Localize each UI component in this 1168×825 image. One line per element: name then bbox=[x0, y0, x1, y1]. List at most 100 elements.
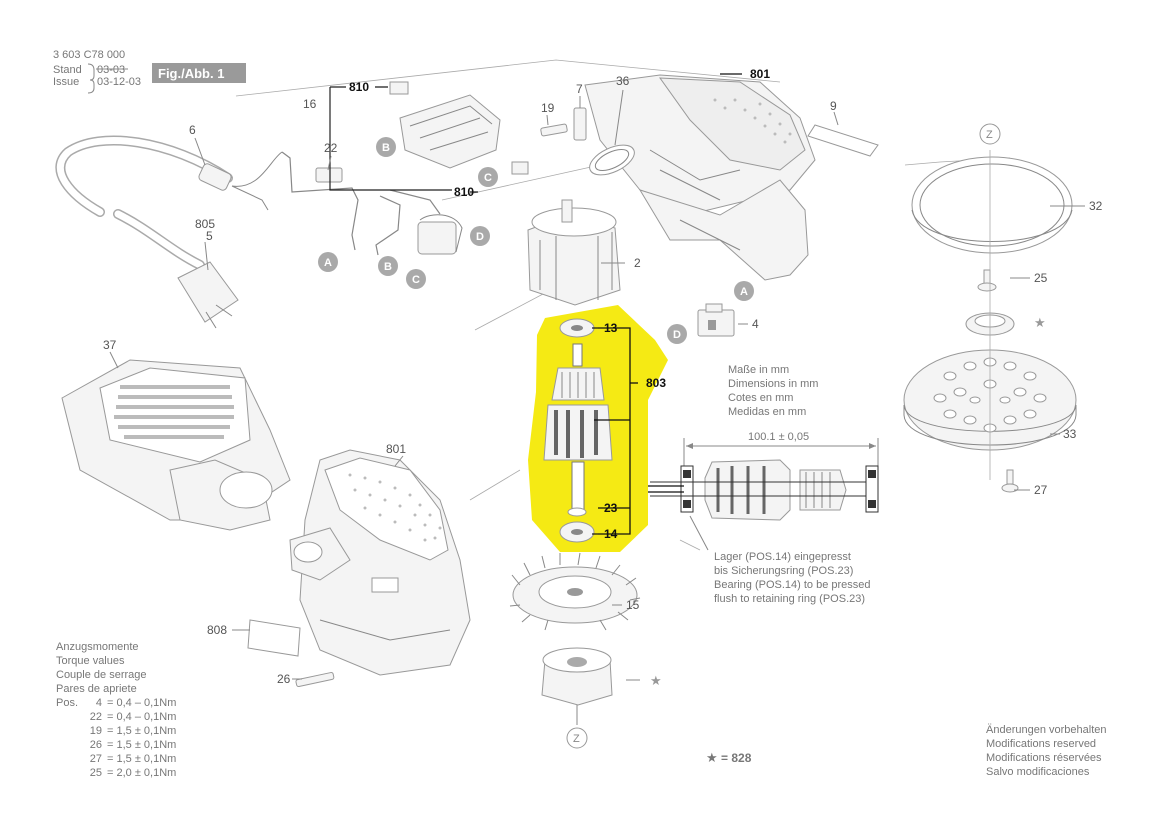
part-number-808: 808 bbox=[207, 623, 227, 637]
part-number-4: 4 bbox=[752, 317, 759, 331]
part-number-36: 36 bbox=[616, 74, 630, 88]
torque-title-es: Pares de apriete bbox=[56, 683, 137, 695]
torque-row: 22 = 0,4 – 0,1Nm bbox=[90, 711, 177, 723]
bearing-note-line: Lager (POS.14) eingepresst bbox=[714, 551, 851, 563]
footer-line: Modifications reserved bbox=[986, 738, 1096, 750]
brace-icon bbox=[87, 63, 95, 94]
dimensions-title-fr: Cotes en mm bbox=[728, 392, 793, 404]
torque-value: = 2,0 ± 0,1Nm bbox=[107, 767, 176, 779]
small-parts-top bbox=[540, 107, 879, 176]
torque-row: 4 = 0,4 – 0,1Nm bbox=[96, 697, 177, 709]
bearing-note: Lager (POS.14) eingepresst bis Sicherung… bbox=[714, 551, 871, 605]
part-number-32: 32 bbox=[1089, 199, 1103, 213]
connector-badge-a-left: A bbox=[318, 252, 338, 272]
dimensions-title-de: Maße in mm bbox=[728, 364, 789, 376]
part-number-803: 803 bbox=[646, 376, 666, 390]
part-number-27: 27 bbox=[1034, 483, 1048, 497]
part-number-22: 22 bbox=[324, 141, 338, 155]
torque-row: 19 = 1,5 ± 0,1Nm bbox=[90, 725, 177, 737]
part-number-801-top: 801 bbox=[750, 67, 770, 81]
torque-row: 27 = 1,5 ± 0,1Nm bbox=[90, 753, 177, 765]
star-mark-bearing-housing: ★ bbox=[650, 674, 662, 689]
dimensions-title-es: Medidas en mm bbox=[728, 406, 806, 418]
dimensions-note: Maße in mm Dimensions in mm Cotes en mm … bbox=[728, 364, 818, 443]
bearing-note-line: Bearing (POS.14) to be pressed bbox=[714, 579, 871, 591]
star-mark-seal: ★ bbox=[1034, 316, 1046, 331]
header: 3 603 C78 000 Stand Issue 03-03 03-12-03… bbox=[53, 49, 246, 94]
leader-lines bbox=[109, 89, 1085, 681]
bracket-810 bbox=[329, 86, 452, 191]
torque-row: 25 = 2,0 ± 0,1Nm bbox=[90, 767, 177, 779]
part-number-14: 14 bbox=[604, 527, 618, 541]
old-date: 03-03 bbox=[97, 64, 125, 76]
new-date: 03-12-03 bbox=[97, 76, 141, 88]
connector-badges: A B C B C D A D bbox=[318, 137, 754, 344]
torque-value: = 1,5 ± 0,1Nm bbox=[107, 739, 176, 751]
figure-label: Fig./Abb. 1 bbox=[158, 66, 224, 81]
part-number-33: 33 bbox=[1063, 427, 1077, 441]
connector-badge-d-top: D bbox=[470, 226, 490, 246]
torque-table: Anzugsmomente Torque values Couple de se… bbox=[56, 641, 176, 779]
torque-pos: 19 bbox=[90, 725, 102, 737]
axis-badge-z-bottom: Z bbox=[566, 727, 588, 749]
connector-badge-c-left: C bbox=[406, 269, 426, 289]
part-number-5: 5 bbox=[206, 229, 213, 243]
torque-pos: 4 bbox=[96, 697, 102, 709]
black-leaders bbox=[375, 73, 742, 535]
torque-title-en: Torque values bbox=[56, 655, 125, 667]
dust-box bbox=[61, 359, 291, 531]
part-number-805: 805 bbox=[195, 217, 215, 231]
part-number-9: 9 bbox=[830, 99, 837, 113]
screw-25 bbox=[977, 269, 997, 292]
connector-badge-c-top: C bbox=[478, 167, 498, 187]
torque-value: = 1,5 ± 0,1Nm bbox=[107, 725, 176, 737]
part-number-16: 16 bbox=[303, 97, 317, 111]
fan bbox=[509, 552, 641, 631]
bracket-803 bbox=[594, 327, 638, 535]
star-legend: ★ = 828 bbox=[706, 751, 752, 766]
part-number-37: 37 bbox=[103, 338, 117, 352]
connector-badge-b-left: B bbox=[378, 256, 398, 276]
issue-label: Issue bbox=[53, 76, 79, 88]
doc-number: 3 603 C78 000 bbox=[53, 49, 125, 61]
torque-value: = 1,5 ± 0,1Nm bbox=[107, 753, 176, 765]
part-number-15: 15 bbox=[626, 598, 640, 612]
part-number-801-bottom: 801 bbox=[386, 442, 406, 456]
internal-wires bbox=[281, 151, 441, 256]
housing-bottom bbox=[289, 449, 471, 676]
armature bbox=[543, 318, 613, 543]
armature-dimension-drawing bbox=[648, 438, 879, 551]
torque-pos-label: Pos. bbox=[56, 697, 78, 709]
footer-line: Salvo modificaciones bbox=[986, 766, 1090, 778]
svg-text:Z: Z bbox=[986, 129, 993, 141]
connector-badge-d-right: D bbox=[667, 324, 687, 344]
torque-pos: 25 bbox=[90, 767, 102, 779]
screw-26 bbox=[295, 672, 335, 688]
part-number-2: 2 bbox=[634, 256, 641, 270]
torque-row: 26 = 1,5 ± 0,1Nm bbox=[90, 739, 177, 751]
part-number-810-bottom: 810 bbox=[454, 185, 474, 199]
svg-text:Z: Z bbox=[573, 733, 580, 745]
part-number-19: 19 bbox=[541, 101, 555, 115]
switch-assembly bbox=[315, 81, 529, 255]
bearing-note-line: flush to retaining ring (POS.23) bbox=[714, 593, 865, 605]
dimensions-title-en: Dimensions in mm bbox=[728, 378, 818, 390]
connector-badge-b-top: B bbox=[376, 137, 396, 157]
switch-part-4 bbox=[697, 303, 735, 337]
torque-value: = 0,4 – 0,1Nm bbox=[107, 711, 176, 723]
bearing-housing bbox=[541, 647, 613, 725]
part-number-13: 13 bbox=[604, 321, 618, 335]
svg-text:A: A bbox=[740, 286, 748, 298]
screw-27 bbox=[1001, 469, 1019, 493]
torque-title-de: Anzugsmomente bbox=[56, 641, 139, 653]
svg-text:B: B bbox=[382, 142, 390, 154]
stand-label: Stand bbox=[53, 64, 82, 76]
svg-text:C: C bbox=[484, 172, 492, 184]
connector-badge-a-right: A bbox=[734, 281, 754, 301]
part-number-25: 25 bbox=[1034, 271, 1048, 285]
part-number-23: 23 bbox=[604, 501, 618, 515]
footer-line: Modifications réservées bbox=[986, 752, 1102, 764]
axis-badge-z-top: Z bbox=[979, 123, 1001, 145]
star-legend-text: = 828 bbox=[721, 751, 752, 765]
